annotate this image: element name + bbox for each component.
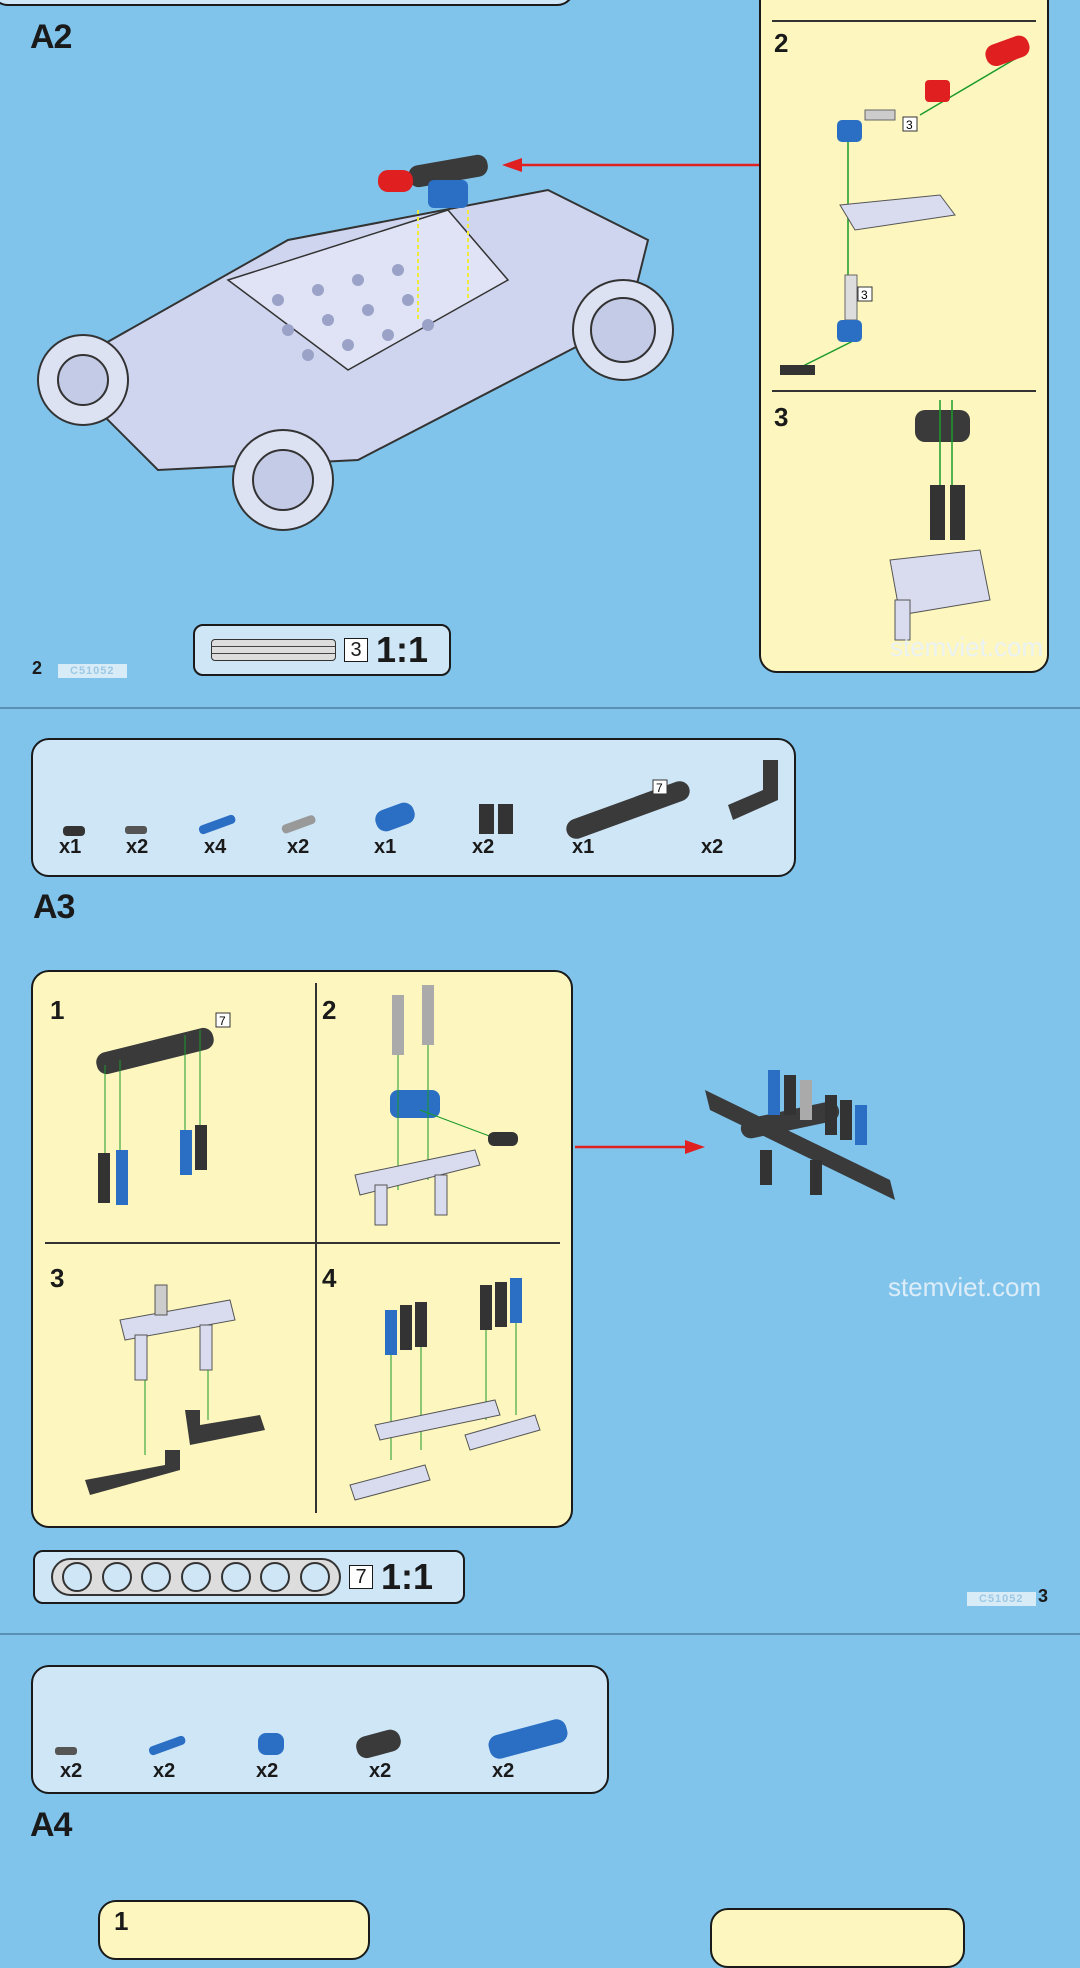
step-2-label: 2 <box>322 995 337 1025</box>
panel-divider <box>772 20 1036 22</box>
step-4-illustration <box>349 1278 541 1501</box>
step-4-label: 4 <box>322 1263 337 1293</box>
svg-text:3: 3 <box>906 118 913 132</box>
wheel-rear-right <box>572 279 674 381</box>
panel-divider <box>45 1242 560 1244</box>
product-code: C51052 <box>58 664 127 678</box>
section-title-a4: A4 <box>30 1806 72 1844</box>
red-arrow <box>575 1140 705 1154</box>
part-count: x2 <box>256 1760 279 1782</box>
part-count: x2 <box>126 836 149 858</box>
parts-icons: 7 <box>63 760 778 839</box>
parts-list-a4 <box>31 1665 609 1794</box>
step-2-illustration: 3 3 <box>780 35 1030 375</box>
page-number: 2 <box>32 658 43 678</box>
previous-parts-box <box>0 0 575 6</box>
product-code: C51052 <box>967 1592 1036 1606</box>
part-count: x2 <box>60 1760 83 1782</box>
part-count: x4 <box>204 836 227 858</box>
parts-list-a3: 7 <box>31 738 796 877</box>
part-count: x2 <box>287 836 310 858</box>
part-count: x2 <box>701 836 724 858</box>
chassis-illustration <box>37 154 674 531</box>
part-count: x1 <box>374 836 397 858</box>
step-2-label: 2 <box>774 28 789 58</box>
part-count: x2 <box>472 836 495 858</box>
svg-text:7: 7 <box>656 781 663 795</box>
page-number: 3 <box>1038 1586 1049 1606</box>
step-3-label: 3 <box>774 402 789 432</box>
svg-text:3: 3 <box>861 288 868 302</box>
wheel-front-left <box>37 334 129 426</box>
part-count: x1 <box>572 836 595 858</box>
step-3-label: 3 <box>50 1263 65 1293</box>
length-label: 3 <box>344 638 368 662</box>
scale-reference-beam: 7 1:1 <box>33 1550 465 1604</box>
panel-divider <box>315 983 317 1513</box>
steps-panel-a4: 1 <box>98 1900 370 1960</box>
svg-text:7: 7 <box>219 1014 226 1028</box>
step-3-illustration <box>889 400 991 641</box>
length-label: 7 <box>349 1565 373 1589</box>
wheel-rear-left <box>232 429 334 531</box>
panel-divider <box>772 390 1036 392</box>
part-count: x1 <box>59 836 82 858</box>
beam-icon <box>51 1558 341 1596</box>
scale-reference-axle: 3 1:1 <box>193 624 451 676</box>
page-separator <box>0 707 1080 709</box>
scale-ratio: 1:1 <box>381 1556 434 1597</box>
page-separator <box>0 1633 1080 1635</box>
section-title-a2: A2 <box>30 18 72 56</box>
step-3-illustration <box>85 1284 265 1495</box>
part-count: x2 <box>369 1760 392 1782</box>
step-1-label: 1 <box>114 1906 129 1936</box>
scale-ratio: 1:1 <box>376 629 429 670</box>
red-arrow <box>502 158 762 172</box>
step-2-illustration <box>354 985 518 1226</box>
section-title-a3: A3 <box>33 888 75 926</box>
axle-icon <box>211 639 336 661</box>
watermark: stemviet.com <box>890 632 1044 662</box>
step-1-label: 1 <box>50 995 65 1025</box>
steps-panel-a4-right <box>710 1908 965 1968</box>
step-1-illustration: 7 <box>96 1012 231 1205</box>
part-count: x2 <box>153 1760 176 1782</box>
part-count: x2 <box>492 1760 515 1782</box>
parts-icons <box>55 1719 568 1759</box>
assembly-result <box>705 1070 895 1200</box>
watermark: stemviet.com <box>888 1272 1042 1302</box>
